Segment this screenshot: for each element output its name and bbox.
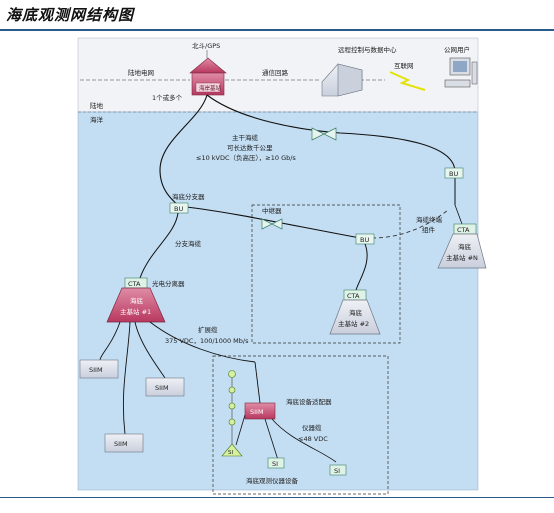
label-si-2: SI [334, 467, 340, 475]
si-box-2 [329, 464, 347, 476]
label-shore-station: 海岸基站 [199, 84, 222, 92]
si-triangle-icon [221, 443, 243, 457]
label-trunk-cable: 主干海缆 [232, 133, 259, 142]
label-cta-2: CTA [347, 292, 360, 300]
trunk-dashed [371, 209, 449, 239]
label-trunk-length: 可长达数千公里 [227, 143, 273, 152]
label-public-user: 公网用户 [444, 45, 470, 54]
label-remote-center: 远程控制与数据中心 [338, 45, 397, 54]
label-instruments: 海底观测仪器设备 [246, 476, 299, 485]
label-beidou-gps: 北斗/GPS [192, 42, 220, 50]
label-si-1: SI [272, 460, 278, 468]
label-cable-terminal-2: 组件 [422, 225, 436, 234]
top-rule [0, 29, 554, 31]
label-node-2-b: 主基站 #2 [338, 319, 369, 328]
public-user-computer-icon [444, 57, 478, 88]
bu-box-1 [169, 202, 189, 214]
label-internet: 互联网 [394, 61, 414, 70]
label-ocean: 海洋 [90, 115, 104, 124]
label-si-triangle: SI [228, 450, 233, 456]
label-branch-cable: 分支海缆 [175, 239, 202, 248]
label-ext-spec: 375 VDC，100/1000 Mb/s [165, 337, 249, 345]
label-siim-2: SIIM [155, 384, 169, 392]
label-siim-3: SIIM [114, 440, 128, 448]
repeater-icon-1 [311, 127, 337, 141]
label-land: 陆地 [90, 101, 104, 110]
label-trunk-spec: ≤10 kVDC（负高压），≥10 Gb/s [196, 153, 296, 162]
node-2-icon [329, 299, 381, 335]
si-box-1 [267, 457, 285, 469]
label-siim-central: SIIM [250, 408, 264, 416]
label-node-1-b: 主基站 #1 [120, 307, 151, 316]
internet-lightning-icon [389, 71, 426, 91]
label-node-2-a: 海底 [349, 308, 363, 317]
instrument-group-box [212, 355, 389, 495]
label-bu-1: BU [174, 205, 183, 213]
label-photo-splitter: 光电分离器 [152, 279, 185, 288]
diagram-title: 海底观测网结构图 [6, 6, 135, 24]
node2-group-box [251, 204, 401, 344]
shore-station-icon [189, 57, 227, 96]
label-node-1-a: 海底 [130, 296, 144, 305]
label-node-n-b: 主基站 #N [446, 253, 478, 262]
label-adapter: 海底设备适配器 [286, 397, 332, 406]
trunk-cable-right [206, 94, 456, 173]
label-land-network: 陆地电网 [128, 68, 154, 77]
node-1-icon [106, 287, 166, 323]
label-bu-2: BU [360, 236, 369, 244]
label-branch-unit: 海底分支器 [172, 192, 205, 201]
label-instrument-spec: ≤48 VDC [298, 435, 328, 443]
siim-box-1 [79, 359, 119, 379]
bottom-rule [0, 497, 554, 498]
repeater-icon-2 [261, 218, 283, 230]
label-comm-link: 通信回路 [262, 68, 289, 77]
siim-box-3 [104, 433, 144, 453]
label-cta-n: CTA [457, 226, 470, 234]
bu-box-3 [444, 167, 464, 179]
node-n-icon [437, 233, 487, 269]
label-cable-terminal-1: 海缆终端 [416, 215, 443, 224]
remote-center-icon [321, 63, 363, 97]
label-node-n-a: 海底 [458, 242, 472, 251]
siim-box-2 [145, 377, 185, 397]
trunk-cable-left [159, 94, 208, 208]
label-instrument-cable: 仪器缆 [302, 423, 322, 432]
land-area [77, 37, 479, 113]
label-repeater: 中继器 [262, 206, 282, 215]
label-siim-1: SIIM [89, 366, 103, 374]
label-one-or-more: 1个或多个 [152, 93, 183, 102]
label-ext-cable: 扩展缆 [198, 325, 218, 334]
label-cta-1: CTA [128, 280, 141, 288]
label-bu-3: BU [449, 170, 458, 178]
